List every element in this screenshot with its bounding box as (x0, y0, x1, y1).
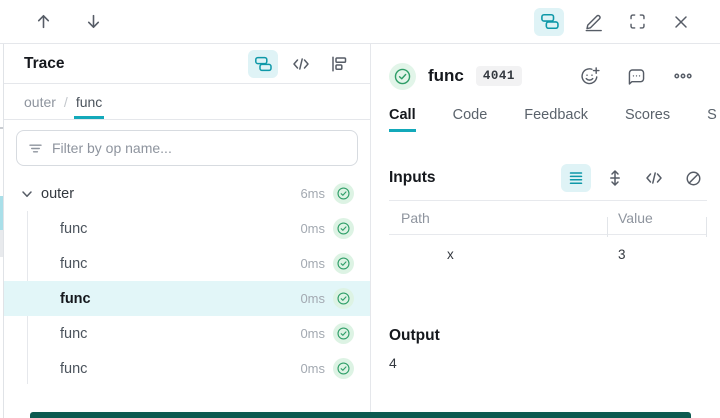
inputs-title: Inputs (389, 169, 436, 186)
hide-hidden-button[interactable] (678, 164, 708, 192)
add-reaction-button[interactable] (574, 62, 604, 90)
tree-row-label: func (60, 255, 88, 272)
tree-row-label: func (60, 290, 91, 307)
inputs-table-header: Path Value (389, 201, 707, 237)
expand-rows-button[interactable] (600, 164, 630, 192)
fullscreen-button[interactable] (622, 8, 652, 36)
success-check-icon (333, 288, 354, 309)
code-brackets-icon (291, 54, 311, 74)
trace-tree: outer 6ms func 0ms (4, 176, 370, 386)
tree-row-func[interactable]: func 0ms (4, 211, 370, 246)
code-brackets-icon (644, 168, 664, 188)
tree-children: func 0ms func 0ms func (4, 211, 370, 386)
edit-button[interactable] (578, 8, 608, 36)
chat-bubble-icon (626, 66, 647, 87)
call-id-badge[interactable]: 4041 (475, 66, 522, 86)
input-path-cell: x (447, 246, 454, 262)
top-toolbar (0, 0, 720, 44)
expand-corners-icon (628, 12, 647, 31)
output-value: 4 (389, 355, 397, 371)
duration-label: 0ms (300, 221, 325, 236)
pencil-icon (583, 11, 604, 32)
tree-row-func[interactable]: func 0ms (4, 246, 370, 281)
tree-row-func[interactable]: func 0ms (4, 316, 370, 351)
op-filter-input[interactable] (52, 140, 347, 156)
arrow-down-icon (85, 13, 102, 30)
next-call-button[interactable] (78, 8, 108, 36)
tree-view-button[interactable] (248, 49, 278, 78)
duration-label: 0ms (300, 361, 325, 376)
tree-row-outer[interactable]: outer 6ms (4, 176, 370, 211)
comment-button[interactable] (621, 62, 651, 90)
duration-label: 0ms (300, 256, 325, 271)
eye-off-icon (684, 169, 703, 188)
inputs-section-header: Inputs (389, 160, 720, 196)
filter-icon (27, 140, 44, 157)
flame-graph-view-button[interactable] (324, 50, 354, 78)
code-view-button[interactable] (639, 164, 669, 192)
breadcrumb-separator: / (63, 93, 68, 110)
ellipsis-icon (673, 66, 693, 86)
success-check-icon (333, 218, 354, 239)
call-header: func 4041 (389, 54, 720, 98)
expand-vertical-icon (606, 169, 624, 187)
breadcrumb: outer / func (4, 84, 370, 120)
success-check-icon (389, 62, 416, 90)
output-section: Output 4 (389, 327, 720, 371)
inputs-table-row: x 3 (389, 235, 707, 273)
breadcrumb-item-outer[interactable]: outer (24, 93, 56, 110)
breadcrumb-item-func[interactable]: func (73, 84, 105, 119)
list-lines-icon (567, 169, 585, 187)
more-options-button[interactable] (668, 62, 698, 90)
success-check-icon (333, 253, 354, 274)
success-check-icon (333, 323, 354, 344)
duration-label: 0ms (300, 326, 325, 341)
column-header-path: Path (401, 209, 430, 226)
previous-call-button[interactable] (28, 8, 58, 36)
trace-view-switcher (248, 49, 354, 78)
tree-row-label: func (60, 325, 88, 342)
tab-call[interactable]: Call (389, 98, 416, 132)
stacked-cards-icon (254, 55, 272, 73)
table-view-button[interactable] (561, 164, 591, 192)
column-header-value: Value (607, 210, 707, 237)
code-view-button[interactable] (286, 50, 316, 78)
underlying-page-edge (0, 44, 4, 418)
arrow-up-icon (35, 13, 52, 30)
drawer-actions (534, 7, 696, 36)
tree-row-label: outer (41, 185, 75, 202)
tree-row-func-selected[interactable]: func 0ms (4, 281, 370, 316)
op-filter-box (16, 130, 358, 166)
tree-row-func[interactable]: func 0ms (4, 351, 370, 386)
call-title: func (428, 66, 464, 85)
trace-panel: Trace (0, 44, 371, 418)
tab-feedback[interactable]: Feedback (524, 107, 588, 123)
tab-scores[interactable]: Scores (624, 107, 671, 123)
chevron-down-icon[interactable] (20, 187, 34, 201)
trace-panel-header: Trace (4, 44, 370, 84)
close-icon (672, 13, 690, 31)
tree-row-label: func (60, 360, 88, 377)
call-detail-panel: func 4041 (371, 44, 720, 418)
trace-tree-toggle-button[interactable] (534, 7, 564, 36)
trace-panel-title: Trace (24, 54, 65, 72)
call-nav-arrows (28, 8, 108, 36)
tree-row-label: func (60, 220, 88, 237)
tab-code[interactable]: Code (452, 107, 488, 123)
success-check-icon (333, 358, 354, 379)
close-button[interactable] (666, 8, 696, 36)
success-check-icon (333, 183, 354, 204)
output-title: Output (389, 327, 440, 344)
input-value-cell: 3 (618, 246, 626, 262)
call-tabs: Call Code Feedback Scores S (389, 98, 720, 132)
stacked-cards-icon (540, 12, 559, 31)
horizontal-scrollbar-thumb[interactable] (30, 412, 691, 418)
duration-label: 0ms (300, 291, 325, 306)
tab-summary-truncated[interactable]: S (707, 107, 717, 123)
gantt-chart-icon (330, 55, 348, 73)
duration-label: 6ms (300, 186, 325, 201)
inputs-table: Path Value x 3 (389, 200, 707, 273)
smiley-plus-icon (579, 66, 600, 87)
